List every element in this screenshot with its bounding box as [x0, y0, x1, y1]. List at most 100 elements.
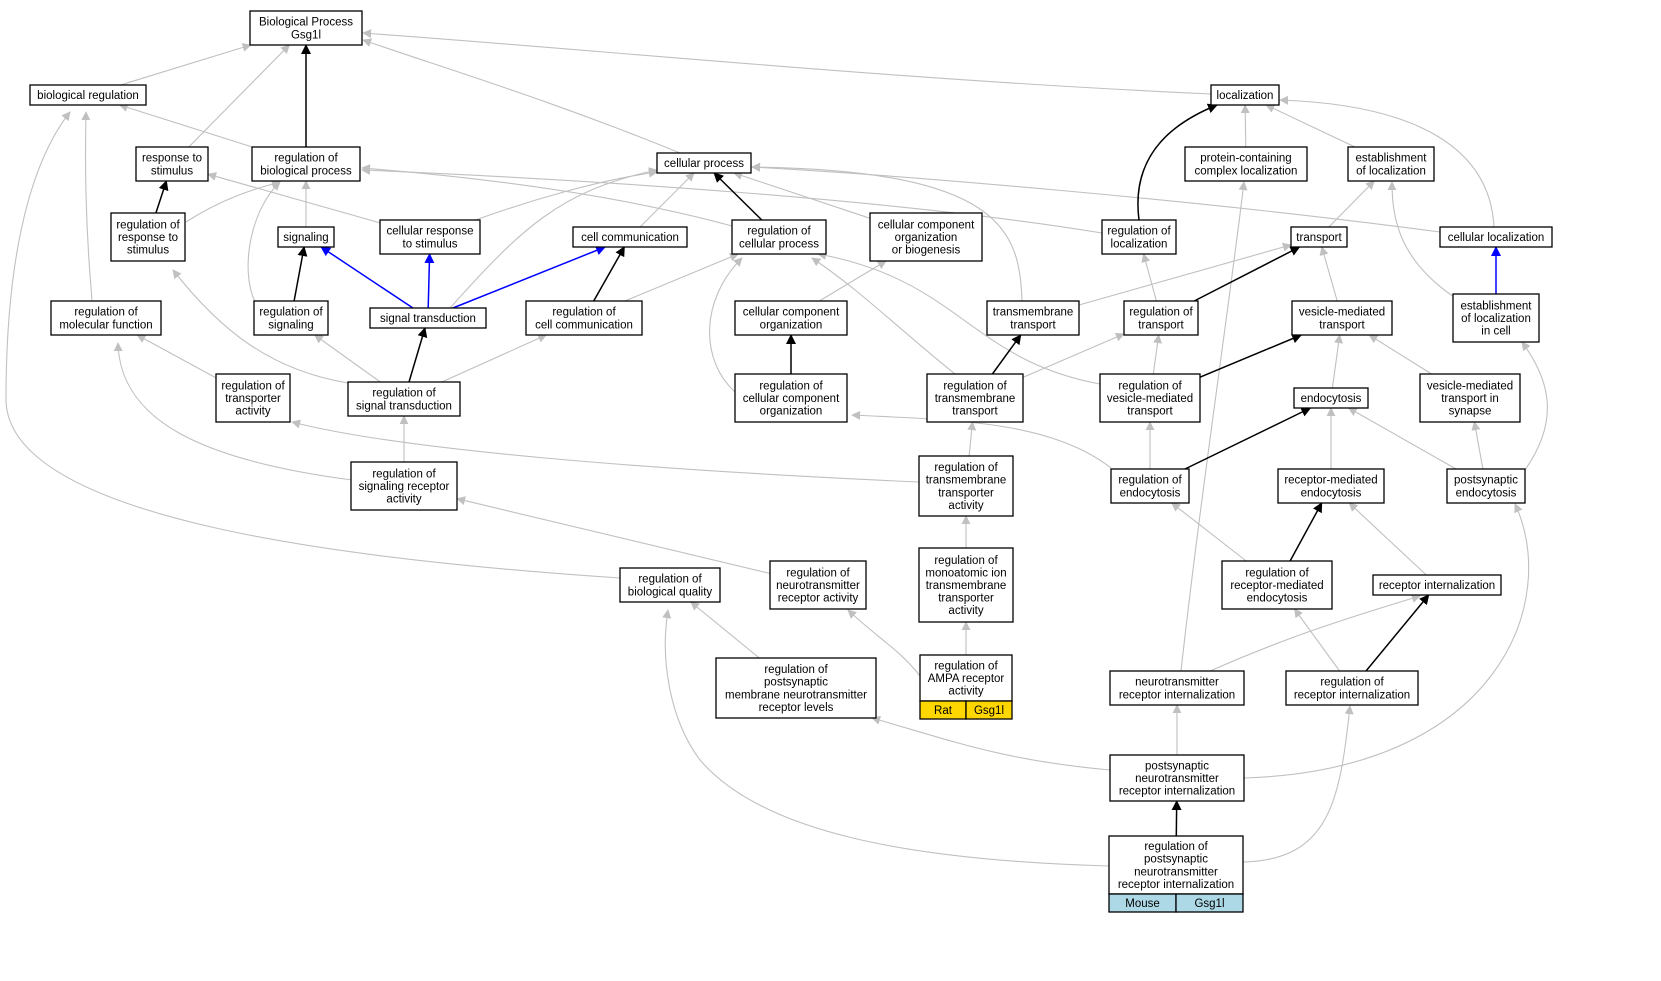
node-label-line: complex localization — [1195, 165, 1298, 177]
edge-cellular-response-to-stimulus-to-response-to-stimulus — [207, 172, 381, 224]
node-label-line: vesicle-mediated — [1299, 307, 1385, 319]
edge-postsynaptic-neurotransmitter-receptor-internalization-to-regulation-of-postsynaptic-membrane-neurotransmitter-receptor-levels — [871, 715, 1111, 771]
edge-signal-transduction-to-signaling — [320, 246, 414, 309]
node-box — [110, 212, 186, 262]
node-label-line: transmembrane — [993, 307, 1074, 319]
node-label-line: postsynaptic — [764, 677, 828, 689]
node-box — [251, 146, 361, 182]
edge-regulation-of-localization-to-localization — [1137, 103, 1218, 221]
edge-postsynaptic-neurotransmitter-receptor-internalization-to-postsynaptic-endocytosis — [1243, 503, 1530, 779]
edge-transmembrane-transport-to-cellular-process — [751, 162, 1023, 302]
node-signaling[interactable]: signaling — [277, 226, 335, 248]
node-label-line: cellular process — [664, 158, 744, 170]
node-cellular-process[interactable]: cellular process — [656, 152, 752, 174]
node-regulation-of-postsynaptic-neurotransmitter-receptor-internalization[interactable]: regulation ofpostsynapticneurotransmitte… — [1108, 835, 1244, 913]
node-label-line: cellular localization — [1448, 232, 1545, 244]
node-label-line: regulation of — [638, 574, 702, 586]
node-label-line: regulation of — [1245, 567, 1309, 579]
edge-establishment-of-localization-to-localization — [1265, 104, 1356, 148]
node-label-line: neurotransmitter — [1135, 677, 1219, 689]
node-cell-communication[interactable]: cell communication — [572, 226, 688, 248]
node-label-line: Gsg1l — [291, 29, 321, 41]
node-label-line: to stimulus — [403, 238, 458, 250]
node-label-line: transport — [1319, 319, 1365, 331]
node-label-line: transmembrane — [935, 393, 1016, 405]
node-localization[interactable]: localization — [1210, 84, 1280, 106]
node-label-line: regulation of — [372, 468, 436, 480]
edge-regulation-of-receptor-internalization-to-receptor-internalization — [1365, 594, 1430, 672]
node-regulation-of-receptor-mediated-endocytosis[interactable]: regulation ofreceptor-mediatedendocytosi… — [1221, 560, 1333, 610]
edge-regulation-of-ampa-receptor-activity-to-regulation-of-neurotransmitter-receptor-activity — [847, 609, 921, 677]
edge-regulation-of-transmembrane-transporter-activity-to-regulation-of-transmembrane-transport — [967, 421, 977, 457]
node-label-line: in cell — [1481, 326, 1510, 338]
node-receptor-internalization[interactable]: receptor internalization — [1372, 574, 1502, 596]
node-label-line: regulation of — [274, 153, 338, 165]
node-box — [1277, 468, 1385, 504]
node-box — [135, 146, 209, 182]
node-box — [347, 381, 461, 417]
node-box — [619, 567, 721, 603]
node-label-line: biological regulation — [37, 90, 139, 102]
node-box — [572, 226, 688, 248]
node-endocytosis[interactable]: endocytosis — [1293, 387, 1369, 409]
edge-signal-transduction-to-cell-communication — [452, 245, 607, 309]
node-regulation-of-transmembrane-transporter-activity[interactable]: regulation oftransmembranetransporteract… — [918, 455, 1014, 517]
node-label-line: transport — [1296, 232, 1342, 244]
node-transport[interactable]: transport — [1290, 226, 1348, 248]
node-cellular-localization[interactable]: cellular localization — [1439, 226, 1553, 248]
edge-neurotransmitter-receptor-internalization-to-receptor-internalization — [1209, 594, 1421, 672]
node-label-line: signaling — [283, 232, 328, 244]
node-label-line: biological process — [260, 165, 352, 177]
edge-cellular-localization-to-localization — [1279, 95, 1495, 228]
edge-cellular-localization-to-cellular-process — [751, 162, 1441, 233]
node-biological-regulation[interactable]: biological regulation — [29, 84, 147, 106]
edge-transmembrane-transport-to-transport — [1078, 242, 1292, 306]
node-label-line: activity — [948, 500, 983, 512]
node-label-line: membrane neurotransmitter — [725, 689, 867, 701]
node-label-line: response to — [142, 153, 202, 165]
node-signal-transduction[interactable]: signal transduction — [369, 307, 487, 329]
node-label-line: localization — [1111, 238, 1168, 250]
edge-regulation-of-signaling-to-signaling — [293, 246, 308, 302]
node-box — [1419, 373, 1521, 423]
edge-regulation-of-response-to-stimulus-to-response-to-stimulus — [155, 180, 169, 214]
node-label-line: regulation of — [552, 307, 616, 319]
edge-regulation-of-postsynaptic-membrane-neurotransmitter-receptor-levels-to-regulation-of-biological-quality — [690, 601, 760, 659]
